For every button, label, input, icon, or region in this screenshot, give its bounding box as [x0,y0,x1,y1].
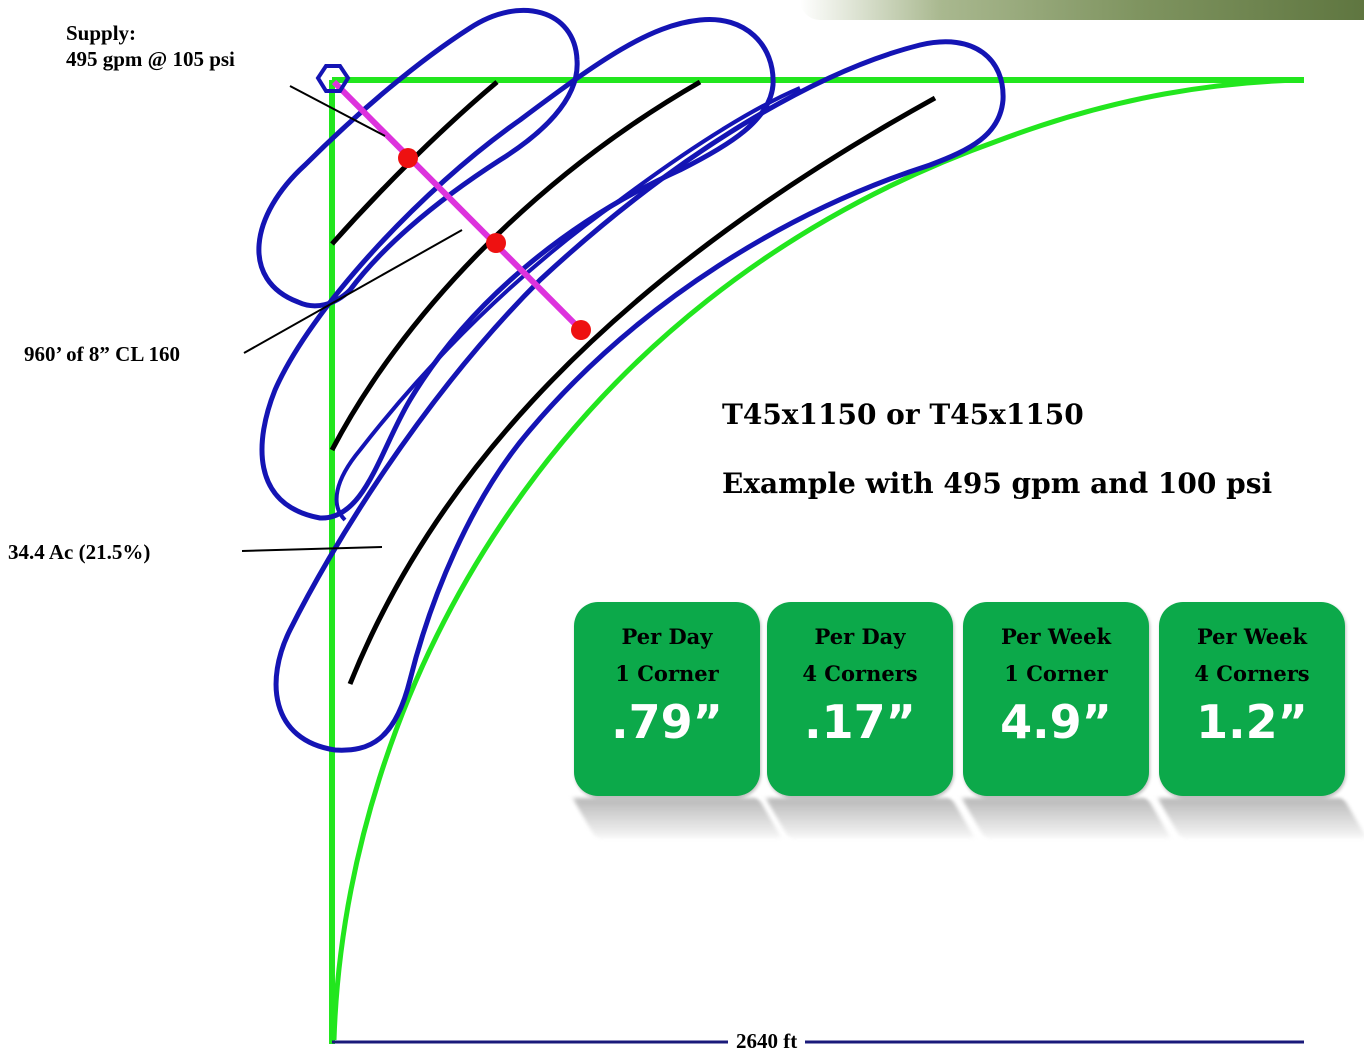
title-line-1: T45x1150 or T45x1150 [722,398,1084,431]
wetted-pattern-4 [334,86,801,522]
area-leader [241,546,383,552]
lateral-3 [347,95,937,685]
valve-1 [398,148,418,168]
tile-shadow [961,798,1171,838]
area-label: 34.4 Ac (21.5%) [8,540,151,564]
stat-tile-per-week-1-corner: Per Week 1 Corner 4.9” [961,602,1171,852]
tile-period: Per Day [621,624,713,649]
stat-tile: Per Week 4 Corners 1.2” [1159,602,1345,796]
tile-value: .79” [611,695,723,749]
wetted-pattern-3 [273,39,1006,753]
mainline-pipe [331,79,584,333]
pipe-leader [243,229,463,354]
valve-3 [571,320,591,340]
stat-tile-per-day-4-corners: Per Day 4 Corners .17” [765,602,975,852]
tile-value: .17” [804,695,916,749]
stat-tile: Per Day 4 Corners .17” [767,602,953,796]
tile-scope: 1 Corner [1004,661,1108,686]
wetted-pattern-1 [256,7,580,309]
tile-shadow [572,798,782,838]
supply-label: Supply: 495 gpm @ 105 psi [66,20,235,73]
tile-period: Per Day [814,624,906,649]
tile-value: 4.9” [1000,695,1112,749]
stat-tile-per-week-4-corners: Per Week 4 Corners 1.2” [1157,602,1364,852]
tile-scope: 4 Corners [1194,661,1310,686]
tile-period: Per Week [1196,624,1308,649]
tile-shadow [765,798,975,838]
tile-shadow [1157,798,1364,838]
stat-tile: Per Week 1 Corner 4.9” [963,602,1149,796]
tile-value: 1.2” [1196,695,1308,749]
pivot-circle-arc [331,77,1301,1041]
stat-tile-per-day-1-corner: Per Day 1 Corner .79” [572,602,782,852]
lateral-2 [329,79,702,452]
tile-period: Per Week [1000,624,1112,649]
title-line-2: Example with 495 gpm and 100 psi [722,467,1273,500]
scale-label: 2640 ft [728,1029,806,1054]
tile-scope: 1 Corner [615,661,719,686]
photo-strip [800,0,1364,20]
stat-tile: Per Day 1 Corner .79” [574,602,760,796]
valve-2 [486,233,506,253]
tile-scope: 4 Corners [802,661,918,686]
supply-label-title: Supply: [66,21,137,45]
supply-hydrant-icon [315,64,351,93]
pipe-label: 960’ of 8” CL 160 [24,342,180,366]
supply-label-value: 495 gpm @ 105 psi [66,47,235,72]
supply-leader [289,85,386,137]
